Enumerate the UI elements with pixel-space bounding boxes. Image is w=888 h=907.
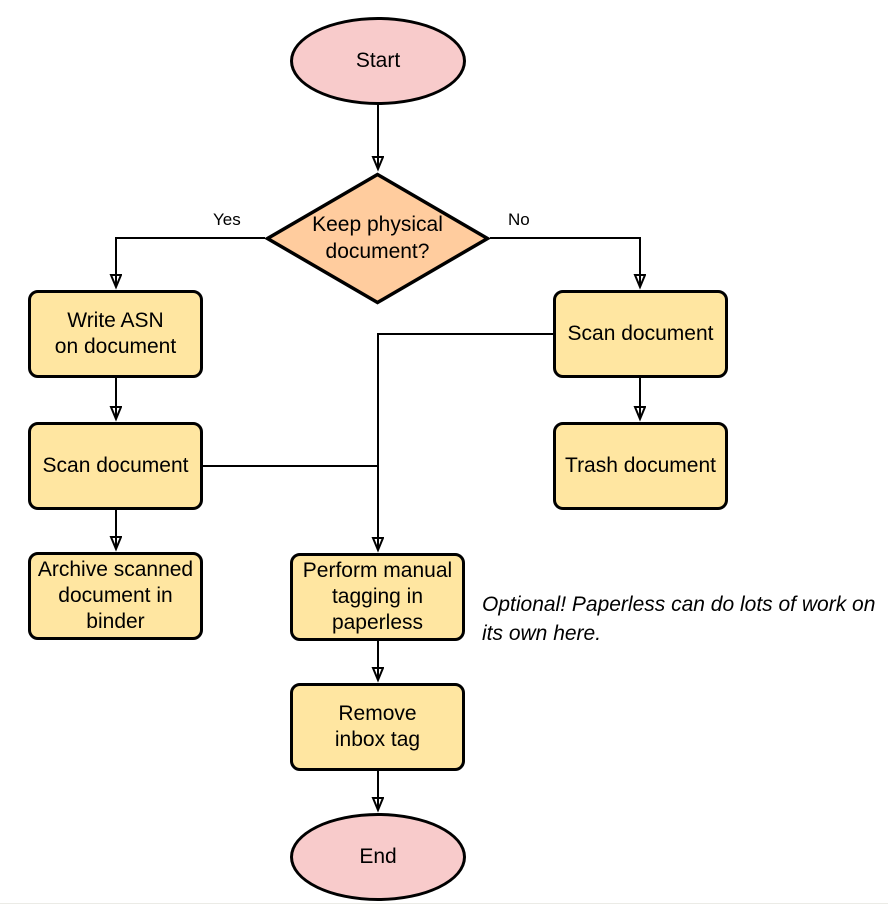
trash-document-node: Trash document <box>553 422 728 510</box>
edge-decision-yes-to-write-asn <box>116 237 265 287</box>
write-asn-node: Write ASN on document <box>28 290 203 378</box>
scan-document-left-label: Scan document <box>42 453 189 477</box>
edge-decision-no-to-scan-right <box>490 237 640 287</box>
scan-document-right-node: Scan document <box>553 290 728 378</box>
trash-document-label: Trash document <box>565 453 716 477</box>
start-node: Start <box>290 17 466 105</box>
archive-document-node: Archive scanned document in binder <box>28 552 203 640</box>
manual-tagging-node: Perform manual tagging in paperless <box>290 553 465 641</box>
decision-keep-physical-node: Keep physical document? <box>264 172 491 305</box>
scan-document-left-node: Scan document <box>28 422 203 510</box>
archive-document-label: Archive scanned document in binder <box>37 557 194 634</box>
end-node: End <box>290 813 466 901</box>
start-node-label: Start <box>355 48 401 72</box>
edge-label-no: No <box>508 210 530 229</box>
annotation-note: Optional! Paperless can do lots of work … <box>482 593 876 645</box>
manual-tagging-label: Perform manual tagging in paperless <box>302 558 453 635</box>
scan-document-right-label: Scan document <box>567 321 714 345</box>
page-bottom-divider <box>0 903 888 904</box>
remove-inbox-tag-node: Remove inbox tag <box>290 683 465 771</box>
diamond-shape <box>264 172 491 305</box>
end-node-label: End <box>359 844 397 868</box>
write-asn-node-label: Write ASN on document <box>54 308 177 358</box>
edge-label-yes: Yes <box>213 210 241 229</box>
decision-node-label: Keep physical document? <box>312 213 443 263</box>
edge-scan-right-to-tagging <box>378 333 553 550</box>
remove-inbox-tag-label: Remove inbox tag <box>334 701 421 751</box>
